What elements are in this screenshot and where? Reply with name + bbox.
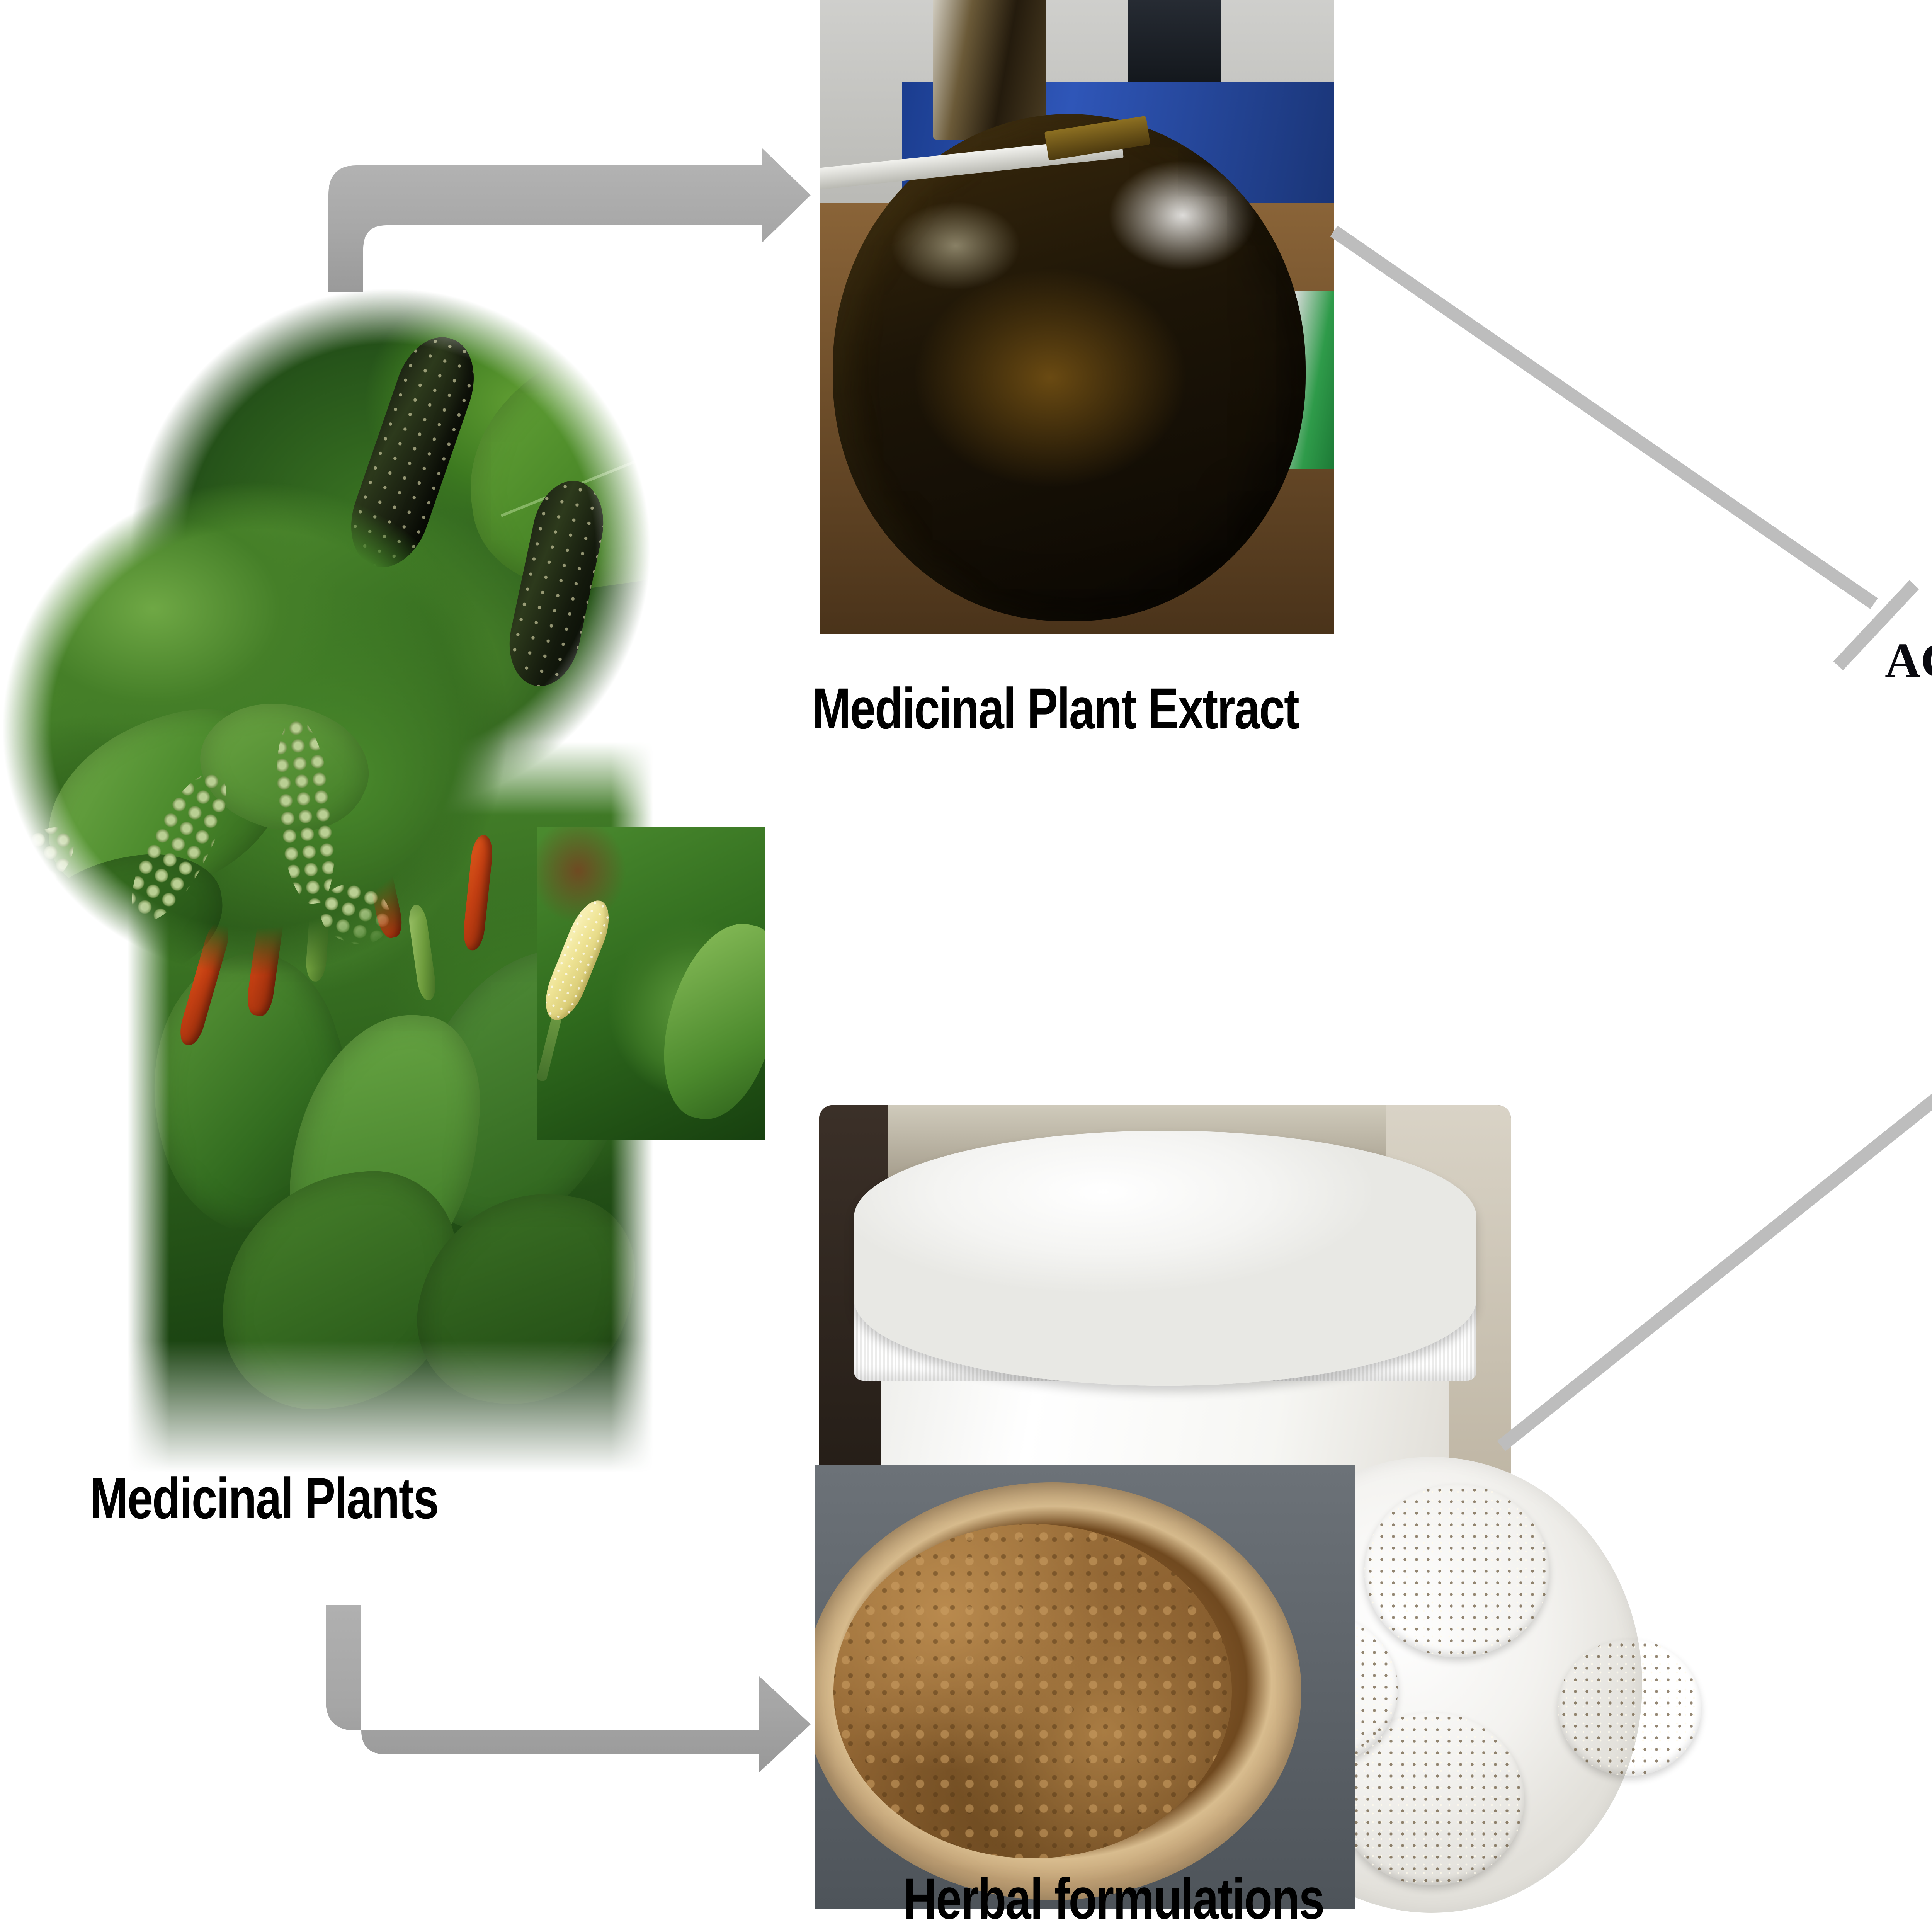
herbal-tablet [1558, 1639, 1701, 1776]
label-medicinal-plants: Medicinal Plants [90, 1466, 439, 1531]
arrow-plants-to-extract [328, 148, 811, 292]
inhibit-extract-to-targets [1330, 226, 1919, 670]
plant-photo-green-peppercorns [0, 479, 510, 999]
label-medicinal-plant-extract: Medicinal Plant Extract [812, 676, 1299, 741]
inhibit-formulations-to-targets [1497, 1093, 1932, 1451]
target-item-tmprss2: TMPRSS2 [1878, 691, 1932, 753]
herbal-tablet [1364, 1484, 1550, 1658]
viral-host-target-list: ACE2 Receptor TMPRSS2 HSPA5 3CLpro PLpro… [1878, 630, 1932, 998]
target-item-ace2: ACE2 Receptor [1885, 633, 1932, 688]
medicinal-plants-image [0, 286, 796, 1472]
powder-dish [815, 1482, 1301, 1900]
target-item-plpro: PLpro [1878, 875, 1932, 937]
background-object [1128, 0, 1221, 89]
herbal-powder-image [815, 1465, 1355, 1909]
target-item-3clpro: 3CLpro [1878, 814, 1932, 875]
herbal-tablet [1339, 1712, 1524, 1886]
arrow-plants-to-formulations [326, 1605, 811, 1772]
plant-photo-yellow-spike-inset [537, 827, 765, 1140]
jar-lid [854, 1131, 1476, 1386]
target-item-rdrp: RdRp [1878, 937, 1932, 998]
target-item-hspa5: HSPA5 [1878, 752, 1932, 814]
yellow-flower-spike [537, 894, 618, 1026]
flask-neck [933, 0, 1046, 140]
herbal-powder [833, 1524, 1232, 1858]
leaf-shape [452, 325, 777, 603]
round-bottom-flask [833, 114, 1306, 621]
label-herbal-formulations: Herbal formulations [903, 1866, 1325, 1931]
medicinal-plant-extract-image [820, 0, 1334, 634]
